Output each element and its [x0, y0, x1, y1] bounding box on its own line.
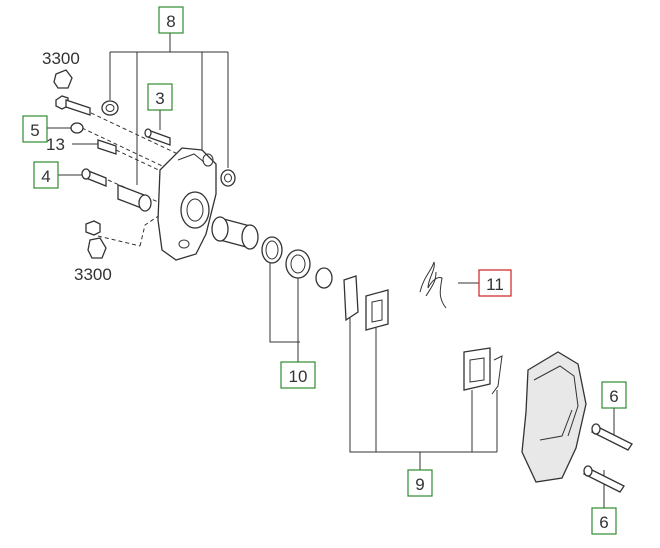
callout-4-text: 4 [41, 167, 50, 186]
guide-pin-6b [583, 465, 625, 493]
bushing-8a [101, 100, 119, 116]
bracket-clip-top [53, 69, 73, 89]
boot-8b [117, 184, 152, 212]
callout-9-text: 9 [415, 475, 424, 494]
callout-6-bottom-text: 6 [599, 513, 608, 532]
bleeder-13 [97, 139, 117, 155]
bolt-bottom-3300 [85, 220, 107, 259]
shim-clip-b [491, 355, 503, 395]
callout-4[interactable]: 4 [33, 161, 59, 189]
bolt-top-3300 [55, 95, 91, 116]
callout-6-top-text: 6 [609, 387, 618, 406]
washer-5 [70, 122, 84, 134]
callout-5-text: 5 [30, 121, 39, 140]
shim-plate-a [365, 289, 389, 331]
callout-3[interactable]: 3 [147, 83, 173, 111]
bushing-8c [220, 169, 236, 187]
pin-4 [81, 168, 107, 187]
callout-10[interactable]: 10 [280, 361, 316, 389]
shim-clip-a [343, 275, 359, 322]
label-3300-top[interactable]: 3300 [42, 49, 80, 68]
anti-rattle-spring-11 [419, 261, 447, 309]
label-13[interactable]: 13 [46, 135, 65, 154]
piston [211, 216, 259, 250]
leader-lines [47, 33, 615, 508]
pin-3 [144, 128, 171, 146]
callout-3-text: 3 [155, 89, 164, 108]
caliper-housing [157, 147, 217, 261]
callout-11-text: 11 [486, 275, 504, 294]
shim-plate-b [463, 347, 491, 391]
callout-8[interactable]: 8 [158, 6, 184, 34]
callout-11[interactable]: 11 [478, 269, 512, 297]
callout-5[interactable]: 5 [22, 115, 48, 143]
callout-6-top[interactable]: 6 [601, 381, 627, 409]
guide-pin-6a [591, 423, 633, 451]
callout-10-text: 10 [289, 367, 308, 386]
seal-ring-a [261, 236, 283, 264]
seal-ring-b [285, 249, 311, 279]
callout-8-text: 8 [166, 12, 175, 31]
callout-9[interactable]: 9 [407, 469, 433, 497]
seal-ring-c [315, 267, 333, 289]
label-3300-bottom[interactable]: 3300 [74, 265, 112, 284]
caliper-carrier [521, 351, 587, 483]
callout-6-bottom[interactable]: 6 [591, 507, 617, 535]
